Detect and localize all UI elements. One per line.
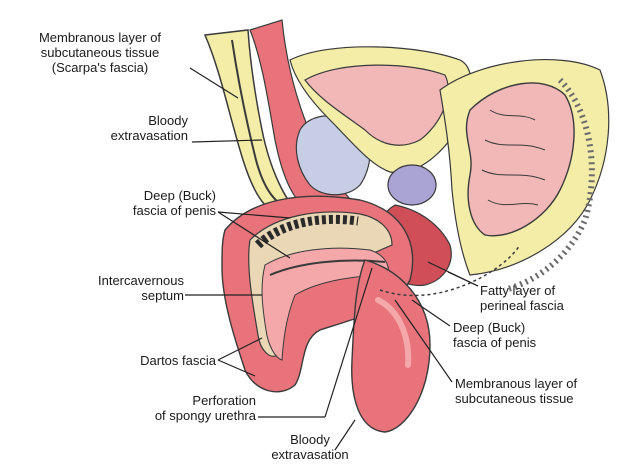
label-scarpa-fascia: Membranous layer of subcutaneous tissue … [10,30,190,75]
label-dartos-fascia: Dartos fascia [100,353,216,368]
label-fatty-layer-perineal-fascia: Fatty layer of perineal fascia [480,283,620,313]
prostate [388,165,436,205]
label-bloody-extravasation-bottom: Bloody extravasation [250,432,370,462]
label-intercavernous-septum: Intercavernous septum [80,273,184,303]
label-perforation-spongy-urethra: Perforation of spongy urethra [120,393,256,423]
label-bloody-extravasation-top: Bloody extravasation [70,113,188,143]
label-deep-buck-fascia-left: Deep (Buck) fascia of penis [90,188,216,218]
label-deep-buck-fascia-right: Deep (Buck) fascia of penis [453,320,593,350]
label-membranous-layer-right: Membranous layer of subcutaneous tissue [455,376,625,406]
